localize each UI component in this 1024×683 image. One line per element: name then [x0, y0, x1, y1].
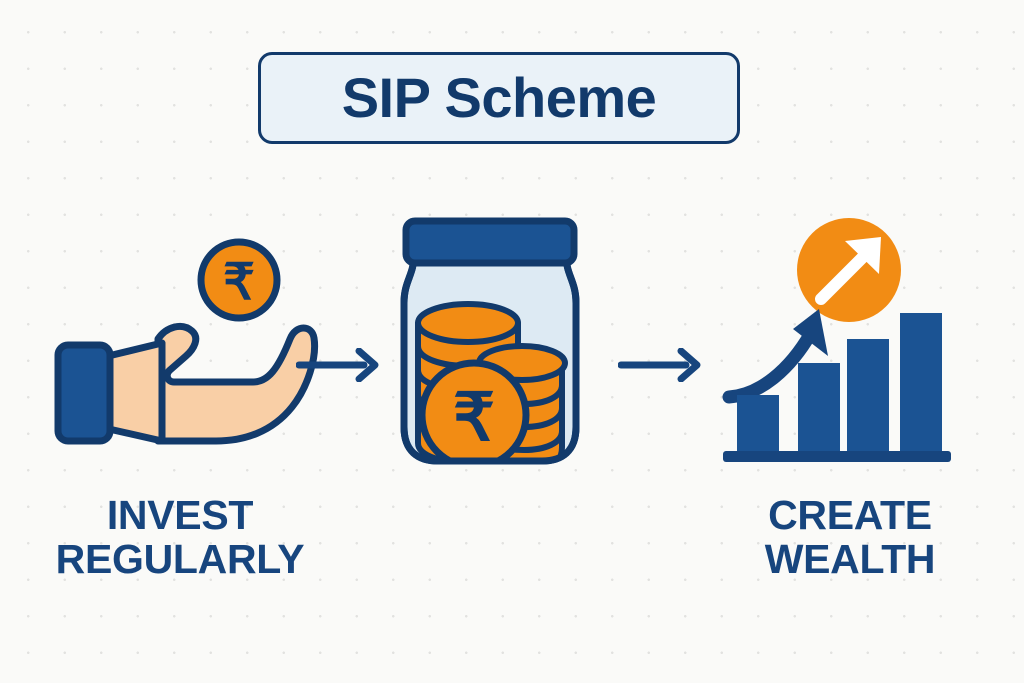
hand-with-rupee-coin-icon: ₹: [54, 238, 319, 445]
bar-2: [798, 363, 840, 451]
coin-stacks: ₹: [415, 301, 568, 461]
chart-baseline: [723, 451, 951, 462]
page-title: SIP Scheme: [341, 66, 657, 129]
growth-badge-icon: [797, 218, 901, 322]
open-hand-icon: [54, 322, 319, 445]
arrow-right-icon-2: [617, 347, 706, 387]
coin-jar-icon: ₹: [400, 217, 580, 465]
svg-text:₹: ₹: [223, 254, 255, 310]
arrow-up-right-icon: [815, 237, 881, 305]
bar-4: [900, 313, 942, 451]
rupee-coin-icon: ₹: [197, 238, 281, 322]
stage-save-in-jar: ₹: [390, 215, 620, 475]
jar-outline: [400, 251, 580, 465]
bar-series: [737, 313, 942, 451]
caption-invest-regularly: INVEST REGULARLY: [55, 492, 305, 583]
front-rupee-coin-icon: ₹: [418, 359, 530, 461]
page-title-badge: SIP Scheme: [258, 52, 740, 144]
jar-lid: [402, 217, 578, 267]
bar-1: [737, 395, 779, 451]
stage-create-wealth: [715, 215, 955, 475]
arrow-right-icon-1: [295, 347, 384, 387]
bar-3: [847, 339, 889, 451]
growth-bar-chart-icon: [722, 218, 951, 462]
svg-text:₹: ₹: [453, 380, 495, 454]
caption-create-wealth: CREATE WEALTH: [764, 492, 936, 583]
stage-invest-regularly: ₹: [40, 215, 320, 475]
